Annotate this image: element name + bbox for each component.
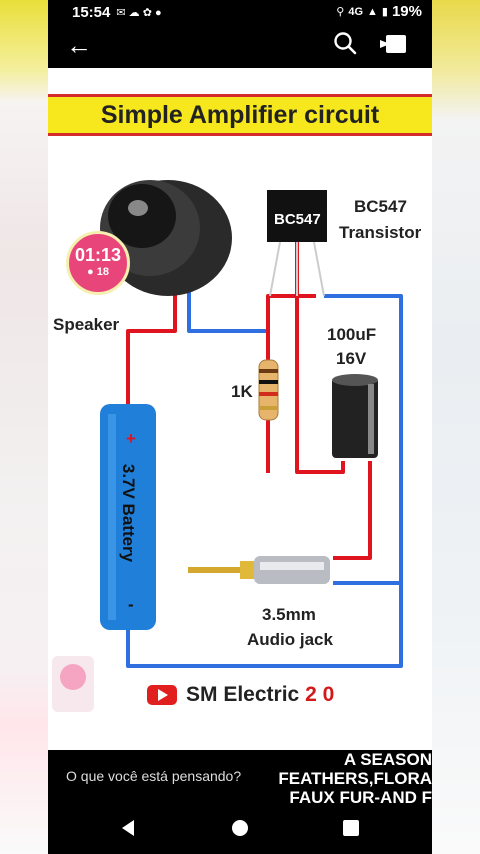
jack-name-label: Audio jack [247,630,333,649]
post-content: Simple Amplifier circuit [48,68,432,750]
cast-icon[interactable] [378,32,408,56]
speaker-label: Speaker [53,315,120,334]
coin-icon: ● [87,266,94,278]
youtube-logo [147,685,177,705]
battery-icon: ▮ [381,6,388,18]
blurred-background-right [432,0,480,854]
channel-suffix: 2 0 [305,683,335,706]
location-icon: ⚲ [336,6,345,18]
nav-home-icon[interactable] [230,818,250,838]
notification-icons: ✉ ☁ ✿ ● [116,6,162,19]
nav-back-icon[interactable] [118,818,138,838]
comment-bar: O que você está pensando? A SEASON FEATH… [48,750,432,807]
audio-jack [188,556,330,584]
jack-size-label: 3.5mm [262,605,316,624]
transistor-name-label: BC547 [354,197,407,216]
battery-level: 19% [391,3,422,20]
ad-line-3: FAUX FUR-AND F [289,788,432,807]
signal-icon: ▲ [367,5,378,18]
blurred-background-left [0,0,48,854]
zoom-icon [60,664,86,690]
search-icon[interactable] [332,30,358,56]
battery-minus-label: - [128,595,134,614]
ad-overlay-text: A SEASON FEATHERS,FLORA FAUX FUR-AND F [278,750,432,807]
diagram-title: Simple Amplifier circuit [48,94,432,136]
status-bar: 15:54 ✉ ☁ ✿ ● ⚲ 4G ▲ ▮ 19% [48,0,432,24]
phone-screen: 15:54 ✉ ☁ ✿ ● ⚲ 4G ▲ ▮ 19% ← Simple Ampl… [48,0,432,854]
battery-plus-label: + [126,429,136,448]
comment-input[interactable]: O que você está pensando? [66,768,242,784]
signal-type: 4G [348,5,364,18]
channel-name: SM Electric [186,683,300,706]
timer-value: 01:13 [74,245,122,265]
coin-count: ● 18 [87,266,109,278]
channel-name-label: SM Electric 2 0 [186,684,334,706]
ad-line-1: A SEASON [343,750,432,769]
status-indicators: ⚲ 4G ▲ ▮ 19% [336,3,422,20]
back-arrow-icon[interactable]: ← [66,30,92,60]
transistor-part-label: BC547 [274,211,321,228]
nav-recents-icon[interactable] [341,818,361,838]
reward-timer-badge[interactable]: 01:13 ● 18 [66,231,130,295]
system-nav-bar [48,804,432,854]
circuit-diagram [100,180,403,705]
transistor [267,190,327,297]
app-bar: ← [48,24,432,68]
resistor [258,359,279,421]
capacitor [332,374,378,458]
red-wires [126,223,372,560]
transistor-sub-label: Transistor [339,223,422,242]
ad-line-2: FEATHERS,FLORA [278,769,432,788]
status-time: 15:54 [72,3,111,21]
capacitor-voltage-label: 16V [336,349,367,368]
floating-widget[interactable] [52,656,94,712]
battery-label: 3.7V Battery [119,463,138,563]
resistor-value-label: 1K [231,382,253,401]
battery [100,404,156,630]
capacitor-value-label: 100uF [327,325,377,344]
